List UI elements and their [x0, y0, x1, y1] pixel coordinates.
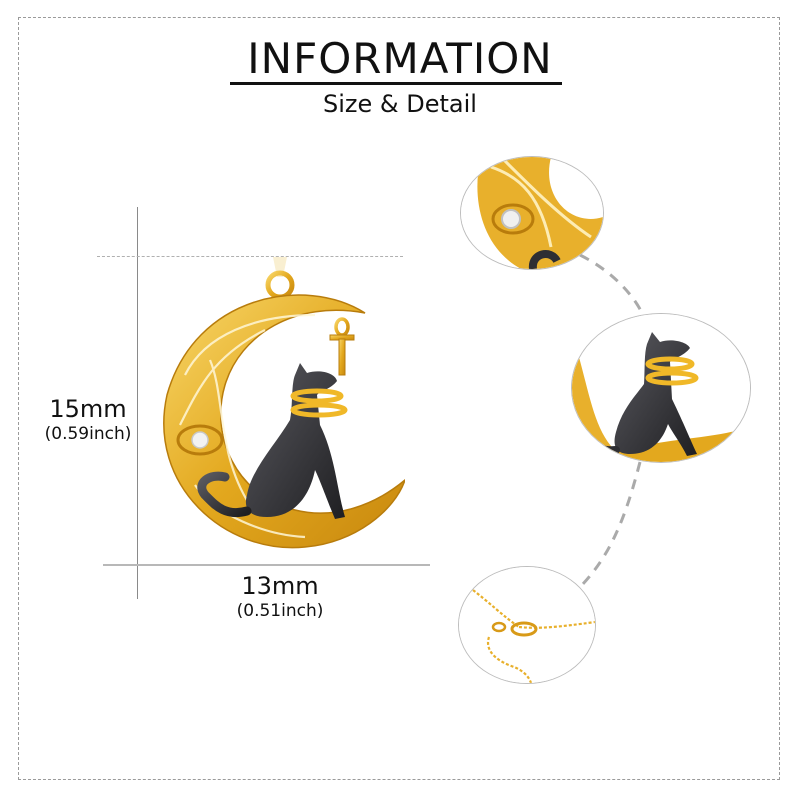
- top-dimension-line: [97, 256, 403, 258]
- detail-circle-cat: [571, 313, 751, 463]
- height-mm: 15mm: [49, 395, 127, 423]
- bottom-dimension-line: [103, 564, 430, 566]
- height-label: 15mm (0.59inch): [28, 395, 148, 445]
- width-inch: (0.51inch): [236, 601, 324, 621]
- moon-cat-pendant-image: [163, 257, 405, 549]
- detail-circle-chain: [458, 566, 596, 684]
- height-dimension-line: [137, 207, 138, 599]
- dashed-frame: [18, 17, 780, 780]
- chain-clasp-detail-icon: [459, 567, 595, 683]
- cat-detail-icon: [572, 314, 750, 462]
- page-title: INFORMATION: [247, 34, 553, 83]
- title-underline: [230, 82, 562, 85]
- page-subtitle: Size & Detail: [323, 90, 477, 118]
- height-inch: (0.59inch): [44, 424, 132, 444]
- width-mm: 13mm: [241, 572, 319, 600]
- detail-circle-stone: [460, 156, 604, 270]
- eye-of-horus-detail-icon: [461, 157, 603, 269]
- width-label: 13mm (0.51inch): [200, 572, 360, 622]
